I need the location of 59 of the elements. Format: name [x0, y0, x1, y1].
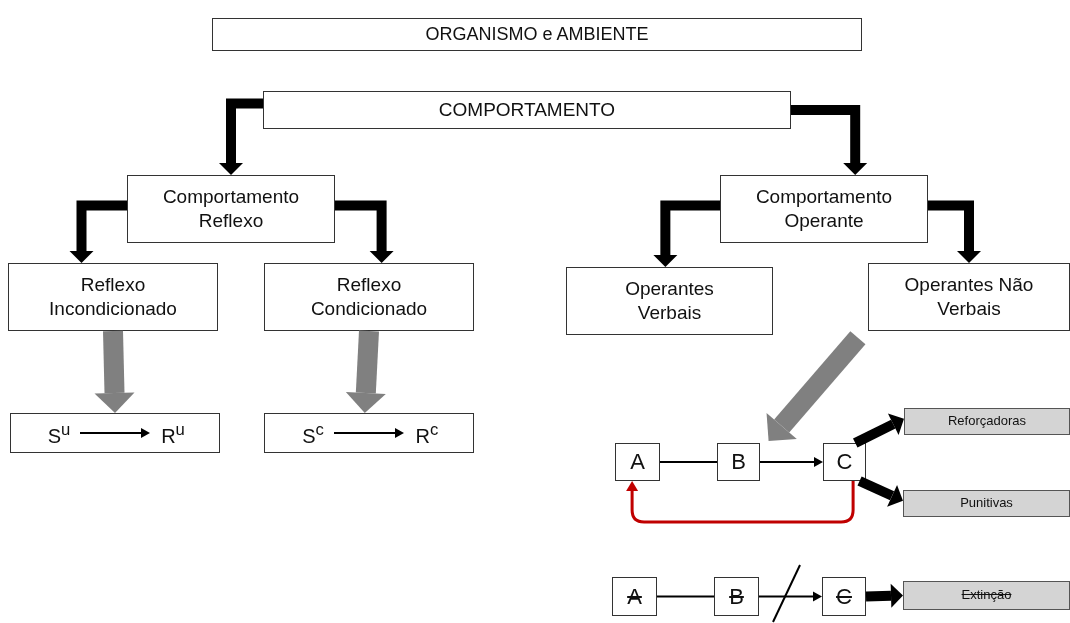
box-label: Comportamento Reflexo: [161, 185, 301, 233]
box-label: B: [729, 582, 744, 611]
block-arrow: [94, 330, 135, 413]
category-box: [720, 175, 928, 243]
block-arrow: [853, 413, 904, 448]
connector-line: [659, 461, 718, 463]
block-arrow: [766, 331, 866, 442]
stimulus-symbol: S$^{u}$: [37, 416, 81, 452]
block-arrow: [335, 200, 394, 263]
title-box: [212, 18, 862, 51]
box-label: Reforçadoras: [947, 413, 1026, 430]
arrow: [759, 457, 823, 467]
arrow: [79, 428, 150, 438]
block-arrow: [219, 98, 263, 175]
category-box: [264, 263, 474, 331]
stimulus-symbol: S$^{c}$: [291, 416, 335, 452]
category-box: [566, 267, 773, 335]
block-arrow: [857, 476, 903, 507]
formula-box: [10, 413, 220, 453]
box-label: Operantes Não Verbais: [903, 273, 1035, 321]
response-symbol: R$^{u}$: [151, 416, 195, 452]
category-box: [263, 91, 791, 129]
arrow: [626, 481, 855, 524]
category-box: [868, 263, 1070, 331]
category-box: [8, 263, 218, 331]
block-arrow: [345, 330, 386, 413]
box-label: ORGANISMO e AMBIENTE: [425, 23, 649, 46]
category-box: [127, 175, 335, 243]
block-arrow: [653, 200, 720, 267]
box-label: A: [627, 582, 642, 611]
box-label: C: [836, 582, 852, 611]
response-symbol: R$^{c}$: [405, 416, 449, 452]
box-label: B: [731, 448, 746, 476]
consequence-box: [903, 581, 1070, 610]
letter-box: [823, 443, 866, 481]
block-arrow: [928, 200, 981, 263]
box-label: Comportamento Operante: [754, 185, 894, 233]
block-arrow: [69, 200, 127, 263]
arrow: [758, 591, 822, 602]
formula-box: [264, 413, 474, 453]
block-arrow: [865, 583, 903, 608]
letter-box: [612, 577, 657, 616]
box-label: C: [836, 448, 853, 476]
arrow: [333, 428, 404, 438]
letter-box: [714, 577, 759, 616]
consequence-box: [903, 490, 1070, 517]
box-label: Reflexo Incondicionado: [48, 273, 178, 321]
consequence-box: [904, 408, 1070, 435]
connector-line: [656, 595, 715, 598]
box-label: A: [630, 448, 645, 476]
block-arrow: [791, 105, 868, 175]
box-label: Operantes Verbais: [624, 277, 715, 325]
box-label: Punitivas: [960, 495, 1013, 512]
letter-box: [717, 443, 760, 481]
box-label: Extinção: [961, 587, 1012, 604]
box-label: COMPORTAMENTO: [438, 98, 616, 122]
box-label: Reflexo Condicionado: [309, 273, 429, 321]
letter-box: [615, 443, 660, 481]
letter-box: [822, 577, 866, 616]
